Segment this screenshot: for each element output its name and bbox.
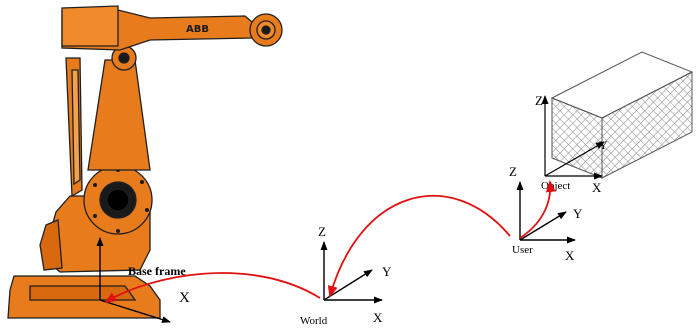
- world-frame-label: World: [300, 315, 328, 327]
- world-y-label: Y: [382, 264, 392, 279]
- robot-tie-rod-spring: [71, 69, 81, 186]
- robot-elbow-core: [118, 52, 130, 64]
- robot-shoulder-core: [106, 188, 130, 212]
- robot-wrist-center: [261, 25, 271, 35]
- world-z-label: Z: [318, 224, 326, 239]
- arrow-world-to-base: [104, 272, 321, 304]
- robot-bolts: [93, 168, 149, 233]
- object-box-side: [601, 71, 693, 179]
- user-y-axis: [519, 211, 567, 241]
- world-frame-axes: [320, 241, 383, 304]
- user-x-label: X: [565, 248, 575, 263]
- robot-motor-cover: [61, 5, 119, 47]
- object-y-axis: [544, 141, 605, 177]
- object-x-label: X: [592, 180, 602, 195]
- object-frame-label: Object: [541, 180, 570, 192]
- robot-lower-arm: [87, 59, 151, 171]
- base-x-axis: [99, 299, 171, 323]
- user-y-label: Y: [573, 206, 583, 221]
- base-frame-axes: [96, 237, 171, 323]
- user-frame-axes: [516, 181, 576, 244]
- arrow-world-to-user: [327, 194, 511, 298]
- user-z-label: Z: [509, 164, 517, 179]
- robot-brand-logo: ABB: [186, 24, 209, 35]
- object-frame-axes: [541, 95, 605, 180]
- transform-arrows: [104, 180, 556, 304]
- base-x-label: X: [179, 290, 190, 306]
- user-frame-label: User: [512, 244, 533, 256]
- robot-counterweight: [39, 219, 63, 271]
- world-x-label: X: [373, 310, 383, 325]
- arrow-user-to-object: [519, 180, 556, 239]
- robot-base-foot: [29, 285, 137, 301]
- object-z-label: Z: [535, 93, 543, 108]
- robot-arm: [7, 5, 283, 319]
- base-frame-label: Base frame: [128, 264, 186, 278]
- world-y-axis: [323, 269, 373, 301]
- object-y-label: Y: [599, 138, 608, 152]
- object-box: [550, 51, 694, 179]
